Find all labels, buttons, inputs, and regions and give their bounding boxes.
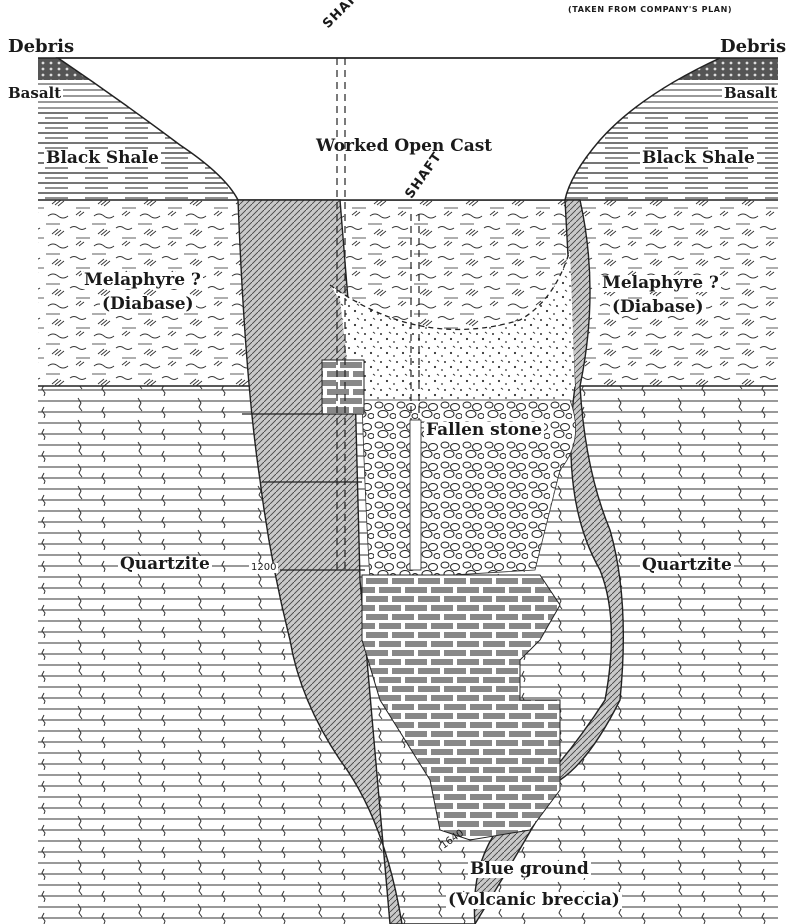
label-melaphyre-left: Melaphyre ? (82, 272, 203, 289)
label-melaphyre-right: Melaphyre ? (600, 275, 721, 292)
label-debris-right: Debris (720, 38, 786, 56)
source-note: (TAKEN FROM COMPANY'S PLAN) (568, 6, 732, 14)
label-debris-left: Debris (8, 38, 74, 56)
label-volcanic-breccia: (Volcanic breccia) (446, 892, 622, 909)
label-black-shale-right: Black Shale (640, 150, 757, 167)
label-diabase-right: (Diabase) (610, 299, 706, 316)
label-quartzite-right: Quartzite (640, 557, 734, 574)
workings-upper-left (322, 360, 364, 414)
label-level-1200: 1200 (249, 563, 278, 573)
label-blue-ground: Blue ground (468, 861, 591, 878)
label-basalt-right: Basalt (722, 86, 779, 101)
label-open-cast: Worked Open Cast (316, 138, 492, 155)
label-black-shale-left: Black Shale (44, 150, 161, 167)
label-basalt-left: Basalt (6, 86, 63, 101)
label-fallen-stone: Fallen stone (424, 422, 544, 439)
label-quartzite-left: Quartzite (118, 556, 212, 573)
label-diabase-left: (Diabase) (100, 296, 196, 313)
